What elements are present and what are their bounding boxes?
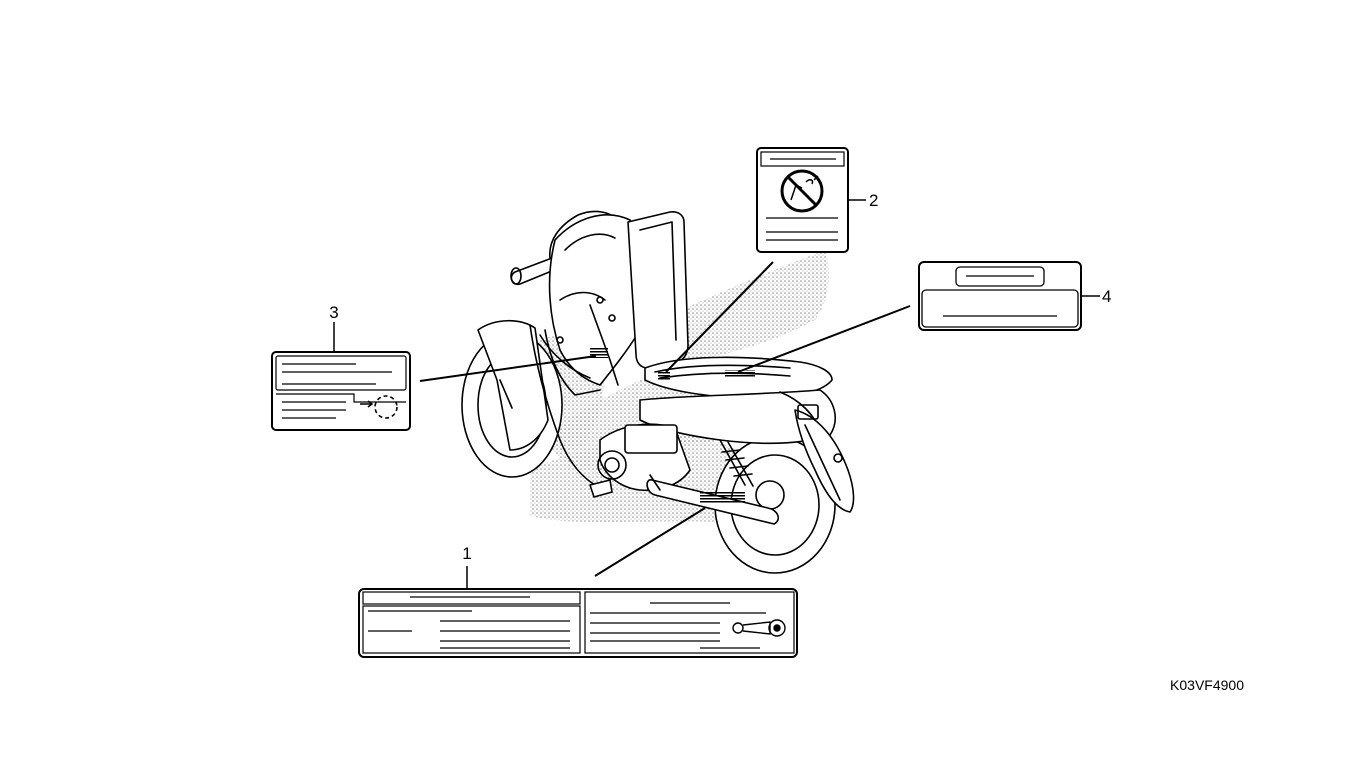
no-smoking-icon [780,169,824,213]
callout-1: 1 [462,544,471,563]
leader-line-2 [665,261,774,373]
drawing-code: K03VF4900 [1170,677,1244,693]
label-2-graphic [756,147,849,253]
label-3-graphic [271,351,411,431]
leader-lines [333,199,1100,590]
open-seat [627,211,689,369]
label-3-location [590,348,608,358]
chain-adjust-icon [732,619,786,637]
callout-2: 2 [869,191,878,210]
leader-line-4 [737,305,911,373]
leader-line-1 [594,507,706,577]
leader-line-3 [419,355,597,382]
callout-3: 3 [329,303,338,322]
tire-arrow-icon [360,400,374,408]
scooter-illustration [461,210,855,574]
callout-4: 4 [1102,287,1111,306]
label-2-location [658,372,670,380]
label-4-graphic [918,261,1082,331]
label-1-graphic [358,588,798,658]
tire-icon [374,395,398,419]
